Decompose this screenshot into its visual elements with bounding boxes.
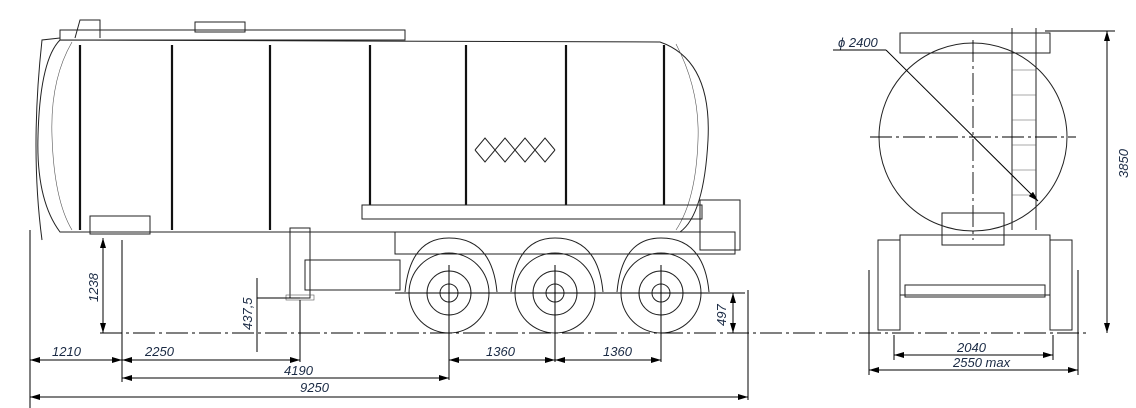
tank-body	[37, 39, 709, 233]
dim-kingpin-height: 1238	[86, 238, 106, 333]
svg-text:2250: 2250	[144, 344, 175, 359]
svg-text:1360: 1360	[486, 344, 516, 359]
dim-overall-length: 9250	[30, 380, 748, 400]
dim-kingpin-to-axle: 4190	[122, 363, 449, 381]
dim-axle-spacing-1: 1360	[449, 344, 555, 363]
svg-text:497: 497	[714, 304, 729, 326]
dim-axle-spacing-2: 1360	[555, 344, 661, 363]
dim-tank-diameter: ϕ 2400	[833, 35, 1039, 202]
top-walkway	[35, 19, 406, 241]
svg-text:2040: 2040	[956, 340, 987, 355]
dim-kingpin-to-gear: 2250	[122, 344, 300, 363]
rear-chassis	[877, 212, 1073, 331]
svg-text:1238: 1238	[86, 272, 101, 302]
svg-text:3850: 3850	[1116, 148, 1131, 178]
dim-front-overhang: 1210	[30, 344, 122, 363]
chassis-frame	[89, 199, 741, 291]
dim-overall-height: 3850	[1045, 30, 1131, 333]
svg-text:4190: 4190	[284, 363, 314, 378]
axle-group	[395, 237, 745, 380]
dim-overall-width: 2550 max	[868, 270, 1079, 375]
dim-track-width: 2040	[893, 335, 1054, 360]
svg-text:ϕ 2400: ϕ 2400	[838, 35, 879, 50]
svg-text:1360: 1360	[603, 344, 633, 359]
rear-view: ϕ 2400 3850 2040 2550 max	[833, 28, 1131, 375]
svg-text:437,5: 437,5	[240, 297, 255, 330]
svg-text:1210: 1210	[52, 344, 82, 359]
side-view: 1238 437,5 497 1210 2250 1360 1360	[29, 19, 1090, 408]
dim-landing-gear-height: 437,5	[240, 278, 300, 352]
dim-rear-height: 497	[714, 293, 736, 333]
svg-text:2550 max: 2550 max	[952, 355, 1011, 370]
landing-gear	[285, 227, 315, 301]
svg-text:9250: 9250	[300, 380, 330, 395]
rear-tank	[870, 28, 1076, 240]
